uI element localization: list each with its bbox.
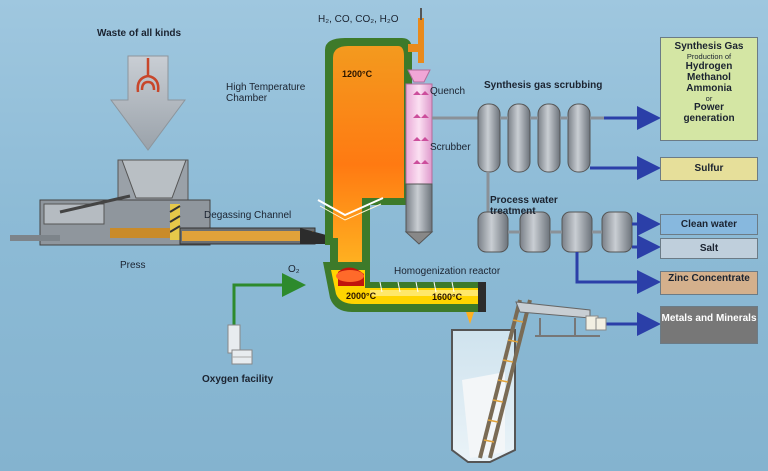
waste-feed-arrow <box>110 55 186 151</box>
o2-label: O₂ <box>288 264 300 275</box>
sulfur-box: Sulfur <box>660 157 758 181</box>
degassing-channel <box>179 227 330 245</box>
metals-pit <box>451 299 607 463</box>
process-water-tanks <box>477 211 633 253</box>
synthesis-gas-item: Hydrogen <box>685 61 733 72</box>
scrubber-label: Scrubber <box>430 142 471 153</box>
oxygen-facility-label: Oxygen facility <box>202 374 274 385</box>
synthesis-scrubbing-tanks <box>477 103 604 212</box>
clean-water-box: Clean water <box>660 214 758 235</box>
synthesis-gas-item: Methanol <box>687 72 731 83</box>
grab-claw-icon <box>136 58 160 93</box>
homogenization-reactor <box>323 262 486 324</box>
zinc-box: Zinc Concentrate <box>660 271 758 295</box>
output-arrows <box>575 106 661 336</box>
temp-1600-label: 1600°C <box>432 292 463 302</box>
metals-box: Metals and Minerals <box>660 306 758 344</box>
homogenization-label: Homogenization reactor <box>394 266 501 277</box>
synthesis-gas-title: Synthesis Gas <box>674 41 744 52</box>
synthesis-gas-box: Synthesis Gas Production of Hydrogen Met… <box>660 37 758 141</box>
quench-label: Quench <box>430 86 466 97</box>
gas-formula-label: H₂, CO, CO₂, H₂O <box>318 14 399 25</box>
waste-label: Waste of all kinds <box>97 28 182 39</box>
process-water-label: Process water treatment <box>490 195 558 217</box>
quench-scrubber <box>404 69 478 245</box>
degassing-label: Degassing Channel <box>204 210 292 221</box>
temp-1200-label: 1200°C <box>342 69 373 79</box>
salt-box: Salt <box>660 238 758 259</box>
synthesis-gas-item: Ammonia <box>686 83 732 94</box>
synthesis-gas-or: or <box>705 94 713 103</box>
synthesis-gas-sub: Production of <box>686 52 732 61</box>
high-temperature-chamber <box>317 8 424 270</box>
oxygen-line <box>227 273 306 365</box>
press-machine <box>10 159 211 246</box>
press-label: Press <box>120 260 146 271</box>
high-temp-chamber-label: High Temperature Chamber <box>226 82 306 104</box>
synthesis-gas-power: Power generation <box>683 102 735 124</box>
temp-2000-label: 2000°C <box>346 291 377 301</box>
synthesis-scrubbing-label: Synthesis gas scrubbing <box>484 80 603 91</box>
